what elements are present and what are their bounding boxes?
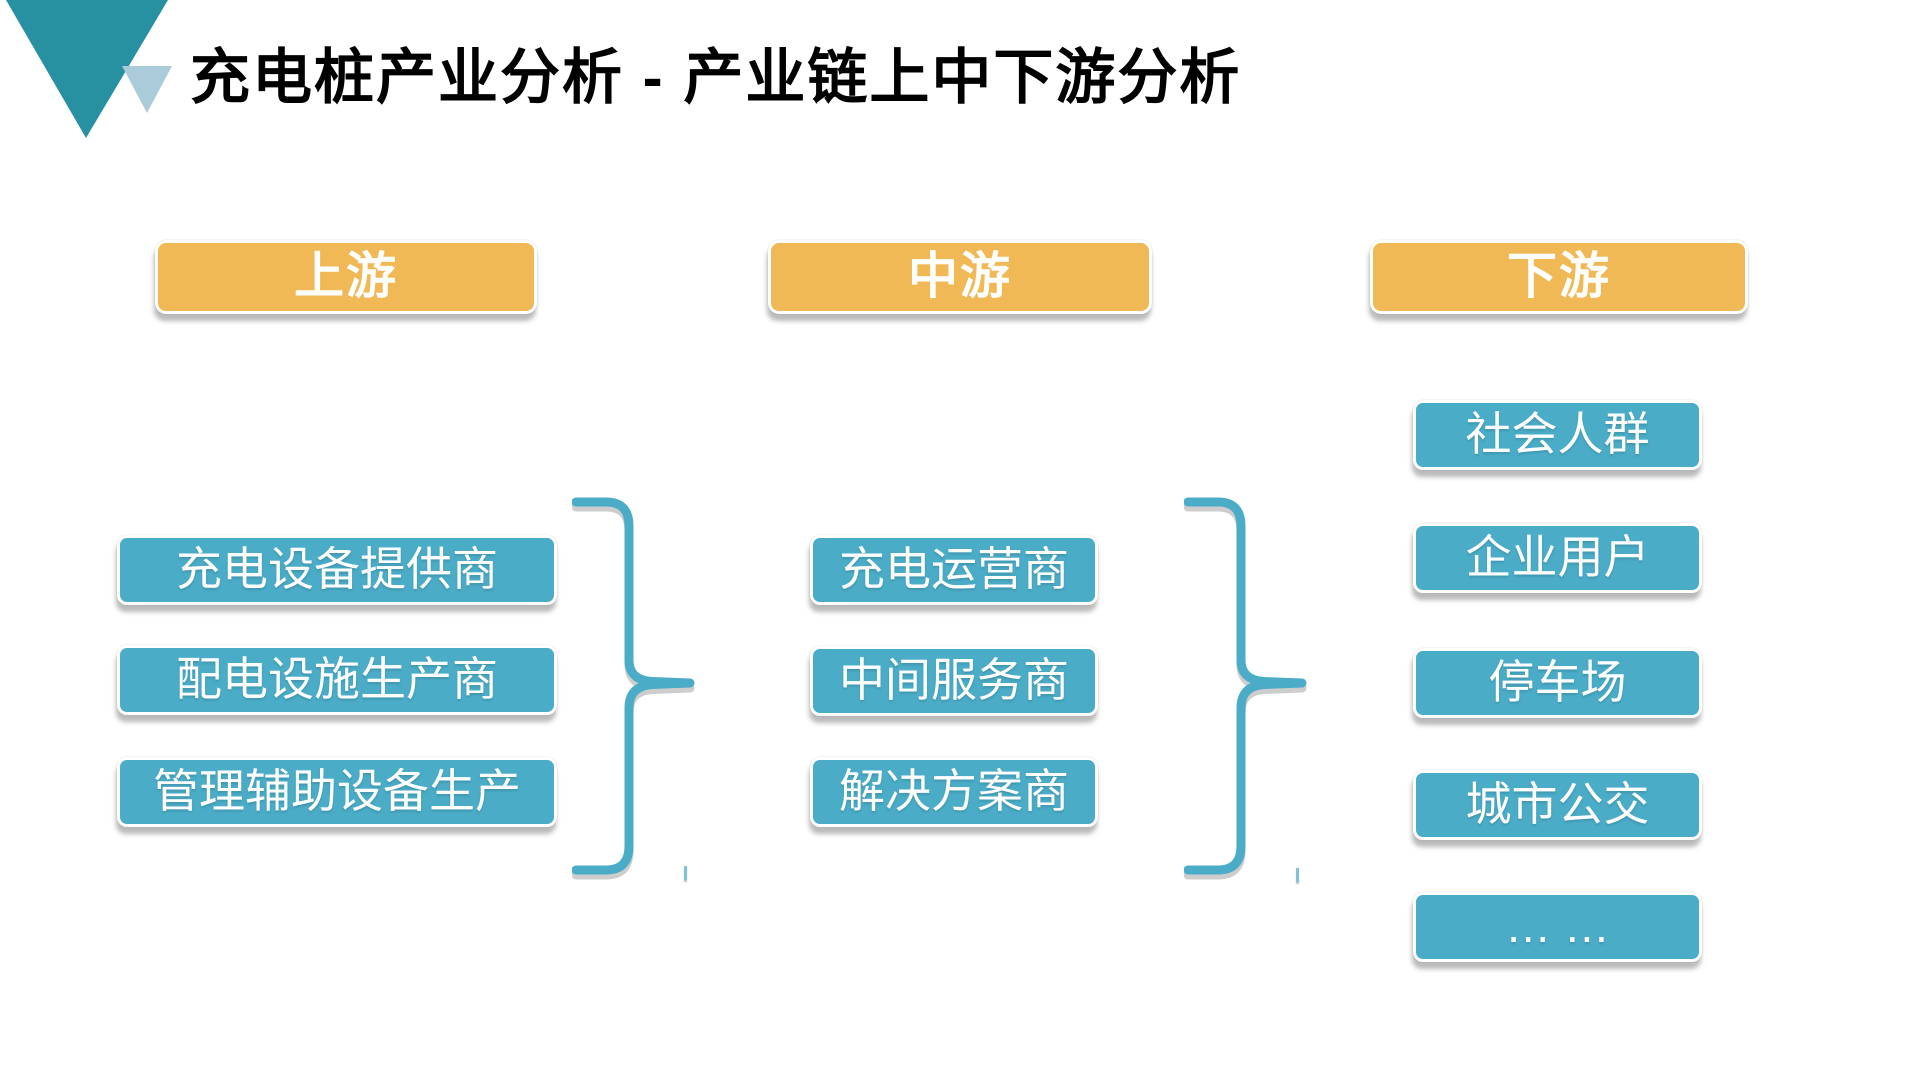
artifact-tick	[684, 866, 687, 880]
upstream-item: 充电设备提供商	[117, 535, 557, 605]
downstream-item: … …	[1413, 892, 1702, 962]
downstream-item: 城市公交	[1413, 770, 1702, 840]
artifact-tick	[1296, 868, 1299, 882]
column-header-upstream: 上游	[155, 240, 537, 314]
midstream-item: 解决方案商	[810, 757, 1098, 827]
small-blue-triangle-icon	[122, 66, 172, 113]
downstream-item: 停车场	[1413, 648, 1702, 718]
downstream-item: 企业用户	[1413, 523, 1702, 593]
upstream-item: 配电设施生产商	[117, 645, 557, 715]
downstream-item: 社会人群	[1413, 400, 1702, 470]
upstream-item: 管理辅助设备生产	[117, 757, 557, 827]
right-brace-midstream-icon	[1184, 497, 1307, 880]
column-header-downstream: 下游	[1370, 240, 1748, 314]
midstream-item: 充电运营商	[810, 535, 1098, 605]
right-brace-upstream-icon	[572, 497, 695, 880]
page-title: 充电桩产业分析 - 产业链上中下游分析	[190, 44, 1242, 111]
large-teal-triangle-icon	[6, 0, 168, 138]
column-header-midstream: 中游	[768, 240, 1152, 314]
midstream-item: 中间服务商	[810, 646, 1098, 716]
corner-decoration	[6, 0, 172, 138]
